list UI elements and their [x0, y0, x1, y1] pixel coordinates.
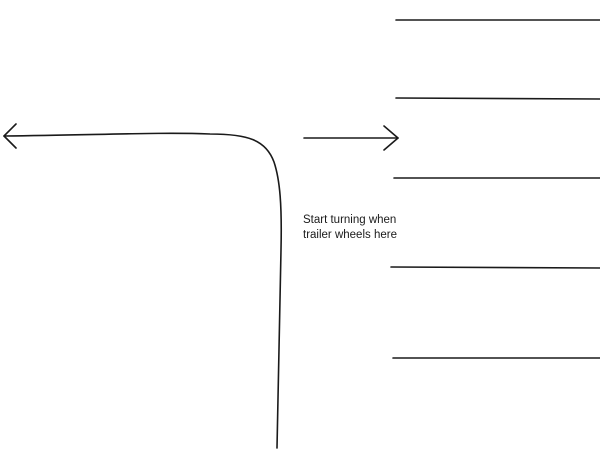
marker-line-2 [395, 97, 600, 100]
marker-line-4 [390, 266, 600, 269]
turn-path-line [3, 132, 283, 449]
turn-instruction-line-1: Start turning when [303, 214, 397, 226]
turn-instruction-line-2: trailer wheels here [303, 229, 397, 241]
right-arrowhead [383, 125, 399, 151]
left-arrowhead [3, 123, 17, 149]
turn-instruction-label: Start turning when trailer wheels here [303, 213, 397, 243]
